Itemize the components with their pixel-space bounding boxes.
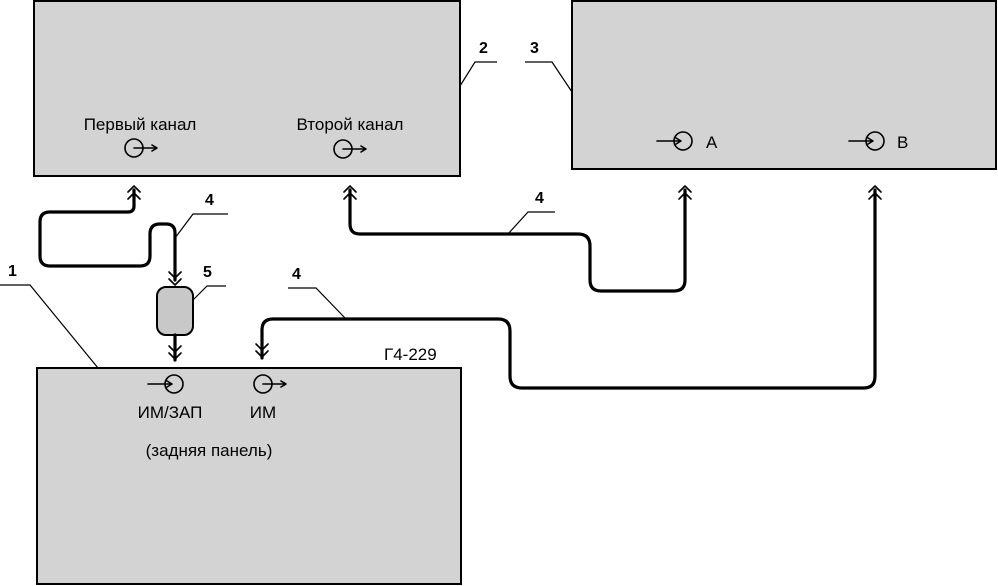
chevron-up-icon <box>343 185 357 200</box>
input-connector-icon <box>147 374 184 394</box>
callout-number: 4 <box>205 192 214 209</box>
adapter-block <box>156 286 194 336</box>
input-connector-icon <box>656 131 693 151</box>
input-connector-icon <box>848 131 885 151</box>
chevron-up-icon <box>868 185 882 200</box>
chevron-down-icon <box>168 271 182 286</box>
device-two-box <box>33 0 461 177</box>
input-b-label: B <box>897 133 908 152</box>
output-connector-icon <box>333 139 367 159</box>
cable-channel2-to-input-a <box>348 188 687 293</box>
channel-2-label: Второй канал <box>297 115 404 134</box>
callout-number: 1 <box>8 263 17 280</box>
chevron-up-icon <box>678 185 692 200</box>
cable-loop-channel1 <box>38 188 177 282</box>
callout-number: 2 <box>479 40 488 57</box>
callout-number: 4 <box>292 266 301 283</box>
callout-device-three: 3 <box>525 40 573 93</box>
chevron-up-icon <box>127 185 141 200</box>
callout-adapter: 5 <box>192 264 226 301</box>
output-connector-icon <box>253 374 287 394</box>
channel-1-label: Первый канал <box>84 115 197 134</box>
generator-model-label: Г4-229 <box>384 345 437 364</box>
device-three-box <box>571 0 997 170</box>
generator-box <box>36 367 462 585</box>
port-im-label: ИМ <box>250 403 276 422</box>
chevron-down-icon <box>255 343 269 358</box>
callout-number: 5 <box>203 264 212 281</box>
callout-number: 4 <box>535 190 544 207</box>
input-a-label: A <box>706 133 718 152</box>
callout-generator: 1 <box>0 263 99 369</box>
chevron-down-icon <box>168 345 182 360</box>
cable-im-to-input-b <box>260 188 877 390</box>
callout-cable-a: 4 <box>174 192 228 239</box>
callout-number: 3 <box>530 40 539 57</box>
rear-panel-note: (задняя панель) <box>146 441 273 460</box>
output-connector-icon <box>124 138 158 158</box>
callout-cable-b: 4 <box>507 190 555 235</box>
port-im-zap-label: ИМ/ЗАП <box>138 403 203 422</box>
callout-cable-c: 4 <box>288 266 347 320</box>
callout-device-two: 2 <box>459 40 497 87</box>
